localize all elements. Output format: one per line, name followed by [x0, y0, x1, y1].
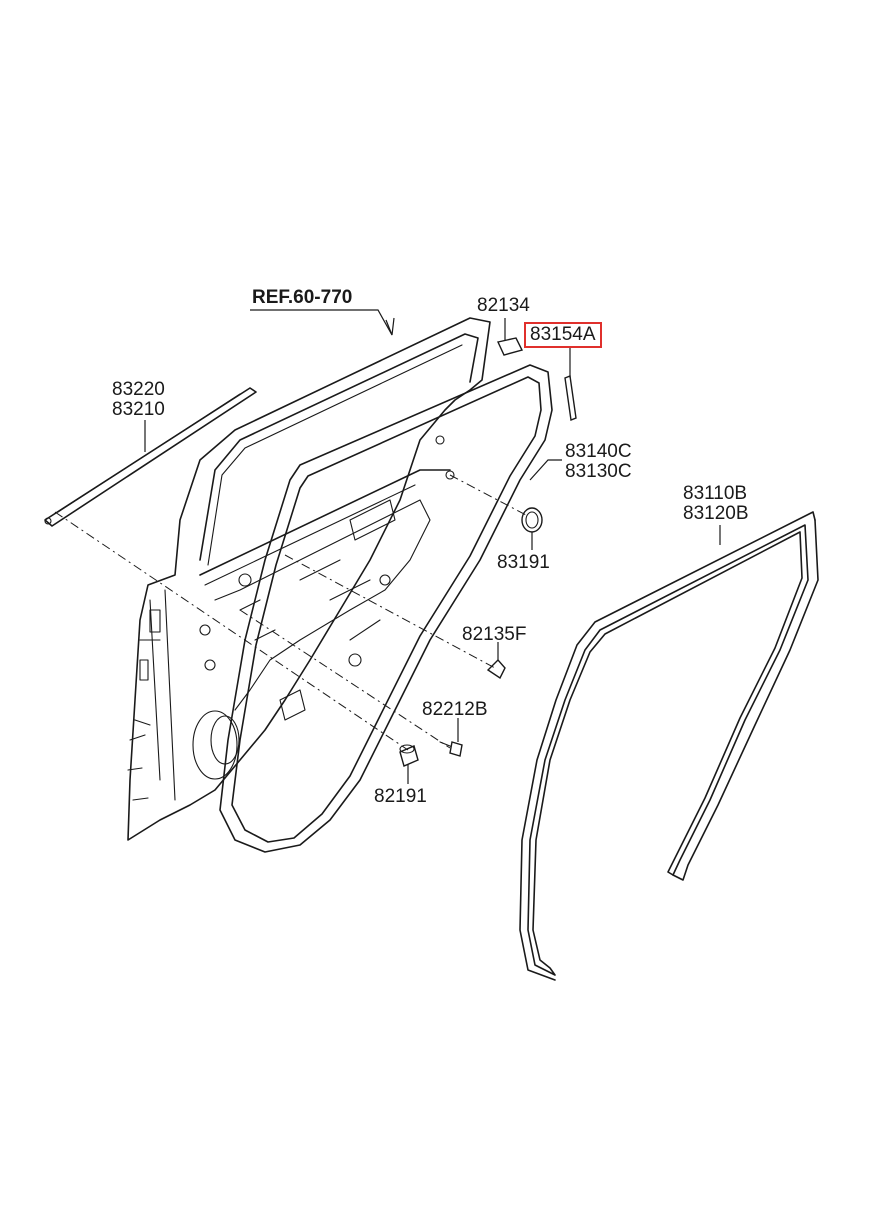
label-83140c: 83140C [565, 441, 632, 462]
body-weatherstrip-83110b [519, 511, 819, 981]
strip-83154a [564, 375, 577, 421]
label-83191: 83191 [497, 552, 550, 573]
clip-82135f [486, 658, 506, 680]
assembly-lines [54, 474, 527, 751]
door-panel [127, 317, 491, 841]
plug-83191 [521, 507, 543, 533]
label-83110b: 83110B [683, 483, 748, 504]
screw-82212b [439, 741, 463, 757]
label-83220: 83220 [112, 379, 165, 400]
label-82191: 82191 [374, 786, 427, 807]
belt-moulding-83220 [44, 387, 257, 527]
bumper-82191 [399, 744, 419, 767]
label-83154a: 83154A [524, 322, 602, 348]
label-82135f: 82135F [462, 624, 527, 645]
label-82134: 82134 [477, 295, 530, 316]
label-ref-60-770: REF.60-770 [252, 287, 353, 308]
door-weatherstrip-83140c [219, 364, 553, 853]
label-83210: 83210 [112, 399, 165, 420]
clip-82134 [497, 337, 524, 356]
leader-lines [144, 309, 721, 784]
label-83130c: 83130C [565, 461, 632, 482]
label-83120b: 83120B [683, 503, 749, 524]
label-82212b: 82212B [422, 699, 488, 720]
